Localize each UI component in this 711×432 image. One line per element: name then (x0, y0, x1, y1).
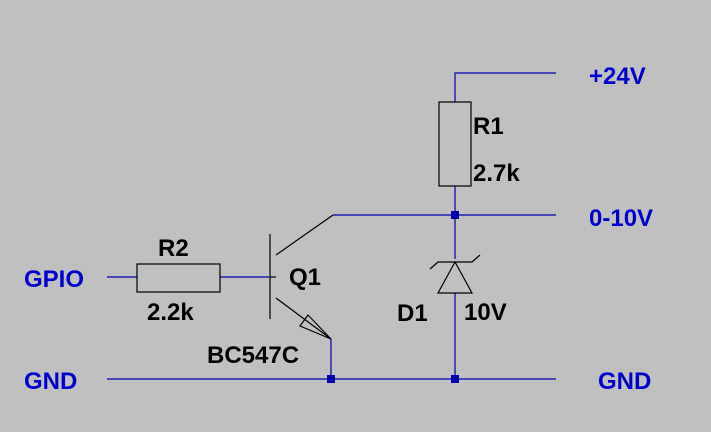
wire-supply (454, 72, 556, 102)
r2-name: R2 (158, 235, 189, 262)
net-label-gnd-right: GND (598, 368, 651, 395)
q1-emitter-arrow (299, 314, 332, 340)
d1-name: D1 (397, 300, 428, 327)
resistor-r2-body (136, 263, 221, 293)
d1-value: 10V (464, 299, 507, 326)
net-label-output: 0-10V (589, 205, 653, 232)
transistor-q1: Q1 BC547C (207, 214, 334, 369)
r1-value: 2.7k (473, 160, 520, 187)
q1-collector-lead (275, 214, 334, 256)
net-label-gpio: GPIO (24, 266, 84, 293)
zener-diode-d1: D1 10V (397, 254, 507, 327)
q1-emitter-lead (275, 297, 332, 340)
q1-name: Q1 (289, 264, 321, 291)
net-label-gnd-left: GND (24, 368, 77, 395)
resistor-r1: R1 2.7k (438, 101, 520, 187)
junction-gnd-zener (451, 375, 459, 383)
d1-triangle (436, 260, 474, 294)
r2-value: 2.2k (147, 299, 194, 326)
junction-gnd-emitter (327, 375, 335, 383)
net-label-supply: +24V (589, 63, 646, 90)
junction-output-node (451, 211, 459, 219)
resistor-r1-body (438, 101, 472, 187)
r1-name: R1 (473, 113, 504, 140)
resistor-r2: R2 2.2k (136, 235, 221, 326)
d1-cathode-bar (429, 254, 481, 270)
q1-value: BC547C (207, 342, 299, 369)
